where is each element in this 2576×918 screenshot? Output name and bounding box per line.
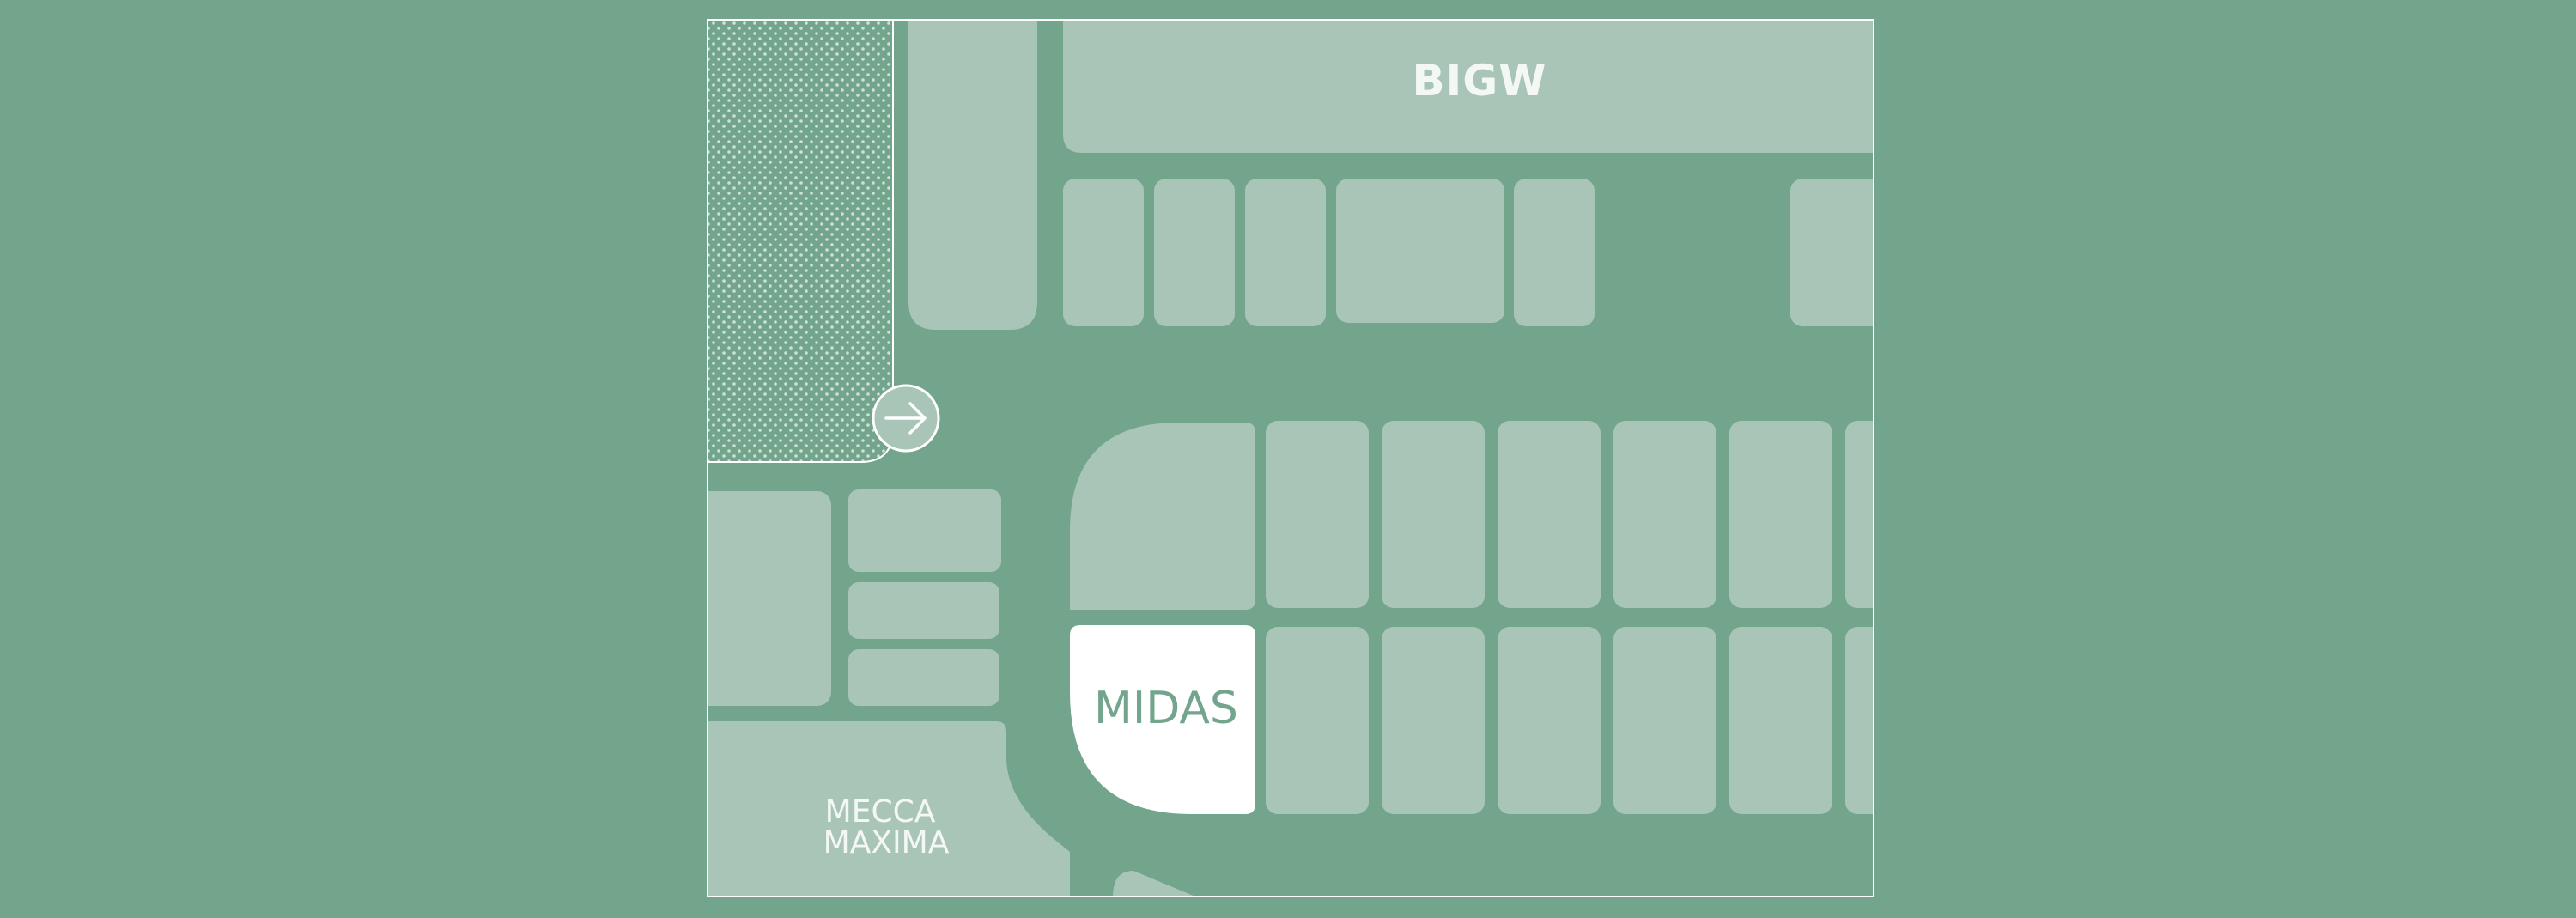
hatched-zone: [708, 20, 894, 463]
shop-row2-f: [1845, 421, 1874, 608]
shop-left-small-c: [848, 649, 999, 706]
shop-row3-a: [1266, 627, 1369, 814]
shop-row2-a: [1266, 421, 1369, 608]
shop-row1-c: [1245, 179, 1326, 326]
shop-row3-d: [1613, 627, 1716, 814]
shop-left-small-a: [848, 489, 1001, 572]
store-label-bigw: BIGW: [1413, 56, 1547, 106]
map-frame: [707, 19, 1874, 897]
shop-row3-c: [1498, 627, 1601, 814]
shop-row3-f: [1845, 627, 1874, 814]
store-label-maxima: MAXIMA: [823, 825, 950, 860]
shop-row1-d: [1336, 179, 1504, 323]
shop-row1-f: [1790, 179, 1874, 326]
shop-row1-a: [1063, 179, 1144, 326]
shop-top-column: [908, 20, 1037, 330]
store-label-midas: MIDAS: [1094, 683, 1238, 734]
shop-row2-d: [1613, 421, 1716, 608]
shop-midas[interactable]: [1070, 625, 1255, 814]
shop-corner-upper: [1070, 423, 1255, 610]
arrow-right-icon[interactable]: [872, 384, 940, 453]
shop-left-small-b: [848, 582, 999, 639]
shop-mecca-maxima: [708, 721, 1070, 897]
shop-left-tall: [708, 491, 831, 706]
shop-row1-e: [1514, 179, 1595, 326]
shop-bottom-partial: [1113, 871, 1195, 897]
shop-row1-b: [1154, 179, 1235, 326]
shop-row2-e: [1729, 421, 1832, 608]
shop-row2-c: [1498, 421, 1601, 608]
shop-row3-e: [1729, 627, 1832, 814]
shop-row3-b: [1382, 627, 1485, 814]
shop-bigw: [1063, 20, 1874, 153]
shop-row2-b: [1382, 421, 1485, 608]
store-label-mecca: MECCA: [825, 794, 936, 830]
